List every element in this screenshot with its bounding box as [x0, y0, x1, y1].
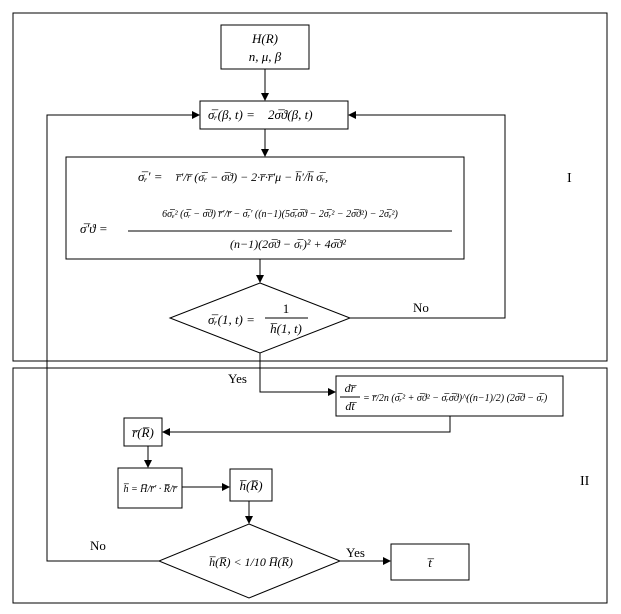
section-label-upper: I	[567, 171, 572, 186]
input-line2: n, μ, β	[249, 49, 282, 64]
eq1-rhs: r̅′/r̅ (σ̅ᵣ − σ̅ϑ) − 2·r̅·r̅′μ − h̅′/h̅ …	[175, 170, 328, 184]
h-of-R-box	[229, 468, 273, 502]
arrowhead-hformula-h	[222, 483, 230, 491]
cond1-numerator: 1	[283, 301, 290, 316]
input-line1: H(R)	[251, 31, 278, 46]
section-frame-upper	[12, 12, 608, 362]
arrowhead-yes-ode	[328, 388, 336, 396]
edge-label-yes-bottom: Yes	[346, 545, 365, 560]
boundary-rhs: 2σ̅ϑ(β, t)	[268, 107, 313, 122]
edge-ode-to-r	[170, 416, 451, 433]
h-of-R-label: h̅(R̅)	[239, 478, 262, 493]
ode-lhs-den: dt̅	[345, 399, 357, 413]
arrowhead-yes-output	[383, 557, 391, 565]
section-label-lower: II	[580, 474, 590, 489]
equations-box	[65, 156, 465, 260]
arrowhead-h-decision2	[245, 516, 253, 524]
boundary-lhs: σ̅ᵣ(β, t) =	[208, 107, 255, 122]
eq1-lhs: σ̅ᵣ′ =	[138, 169, 162, 184]
output-label: t̅	[427, 555, 434, 570]
arrowhead-equations-decision1	[256, 275, 264, 283]
edge-no-loop-right	[350, 114, 506, 319]
decision-diamond-1	[168, 282, 352, 354]
decision-diamond-2	[157, 523, 342, 599]
ode-lhs-num: dr̅	[345, 381, 357, 395]
arrowhead-no-loop-right	[348, 111, 356, 119]
edge-label-no-top: No	[413, 300, 429, 315]
arrowhead-r-hformula	[144, 460, 152, 468]
eq2-lhs: σ̅′ϑ =	[80, 221, 108, 236]
eq2-numerator: 6σ̅ₑ² (σ̅ᵣ − σ̅ϑ) r̅′/r̅ − σ̅ᵣ′ ((n−1)(5…	[162, 209, 398, 220]
h-formula-box	[117, 467, 183, 509]
edge-no-loop-left	[46, 114, 192, 562]
arrowhead-boundary-equations	[261, 149, 269, 157]
cond2-label: h̅(R̅) < 1/10 H̅(R̅)	[209, 555, 293, 569]
edge-label-no-bottom: No	[90, 538, 106, 553]
cond1-lhs: σ̅ᵣ(1, t) =	[208, 312, 255, 327]
edge-yes-to-ode	[259, 353, 328, 393]
arrowhead-no-loop-left	[192, 111, 200, 119]
ode-rhs: = r̅/2n (σ̅ᵣ² + σ̅ϑ² − σ̅ᵣσ̅ϑ)^((n−1)/2)…	[363, 393, 548, 404]
edge-label-yes-top: Yes	[228, 371, 247, 386]
eq2-denominator: (n−1)(2σ̅ϑ − σ̅ᵣ)² + 4σ̅ϑ²	[230, 237, 346, 251]
output-box	[390, 543, 470, 581]
arrowhead-ode-r	[162, 428, 170, 436]
h-formula-label: h̅ = H̅/r̅′ · R̅/r̅	[123, 484, 179, 495]
section-frame-lower	[12, 367, 608, 604]
arrowhead-input-boundary	[261, 93, 269, 101]
cond1-denominator: h̅(1, t)	[270, 321, 302, 336]
r-of-R-box	[123, 417, 163, 447]
r-of-R-label: r̅(R̅)	[132, 425, 154, 440]
